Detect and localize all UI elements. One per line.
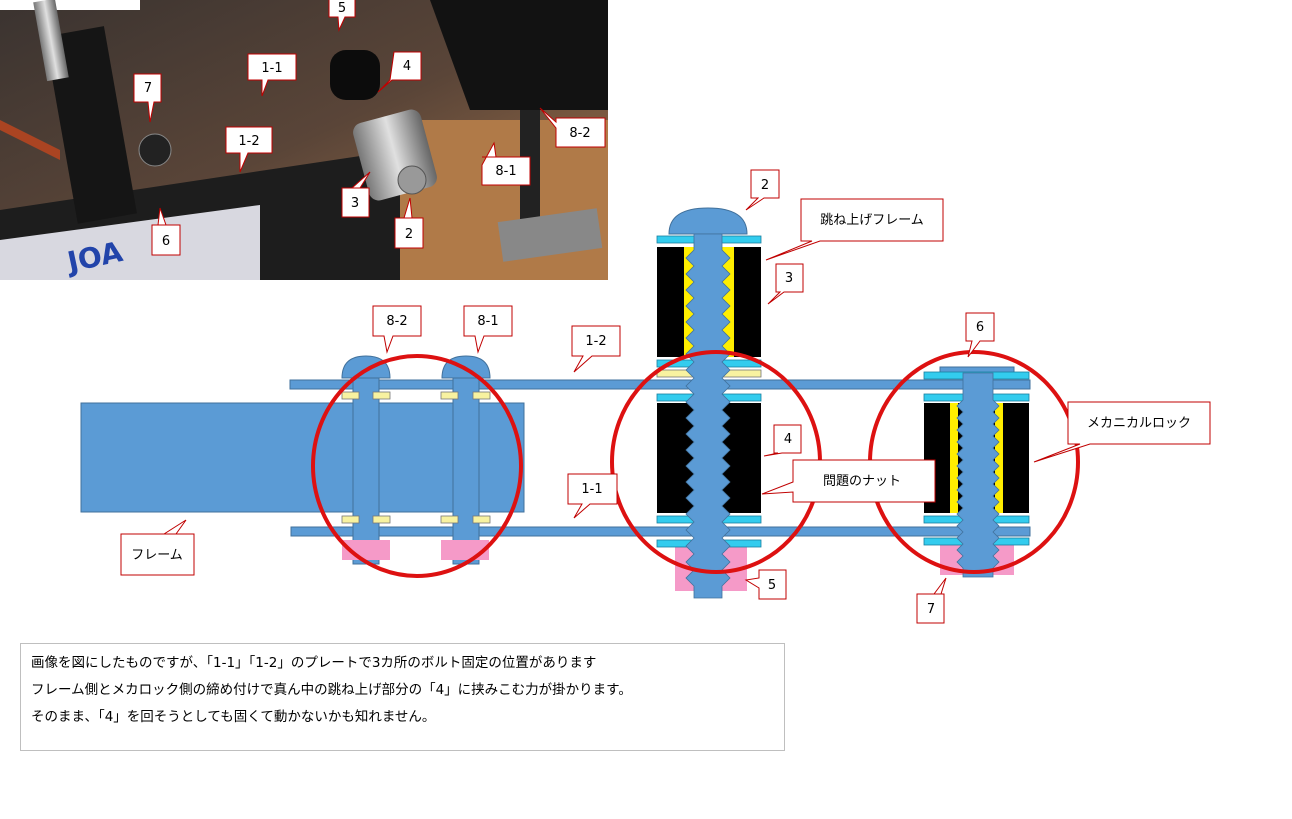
shock-rod bbox=[33, 0, 69, 82]
bolt-2-head bbox=[668, 207, 748, 235]
callout-3: 3 bbox=[767, 263, 804, 305]
label-mech-lock: メカニカルロック bbox=[1087, 416, 1191, 431]
callout-frame: フレーム bbox=[120, 519, 195, 576]
spring bbox=[0, 120, 60, 160]
photo-bracket bbox=[497, 208, 603, 262]
photo-svg: JOA 5 1-1 4 7 1-2 bbox=[0, 0, 608, 280]
callout-mech-lock: メカニカルロック bbox=[1033, 401, 1211, 463]
label-5: 5 bbox=[768, 578, 776, 593]
right-stack bbox=[923, 371, 1030, 578]
explanation-note: 画像を図にしたものですが、「1-1」「1-2」のプレートで3カ所のボルト固定の位… bbox=[20, 643, 785, 751]
frame-block bbox=[80, 402, 525, 513]
photo-label-1-1: 1-1 bbox=[261, 61, 282, 76]
bolt-6-shaft bbox=[956, 372, 1000, 578]
seat-dark bbox=[430, 0, 608, 110]
photo-callout-5: 5 bbox=[328, 0, 356, 32]
photo-label-3: 3 bbox=[351, 196, 359, 211]
callout-8-2: 8-2 bbox=[372, 305, 422, 354]
note-line-2: フレーム側とメカロック側の締め付けで真ん中の跳ね上げ部分の「4」に挟みこむ力が掛… bbox=[31, 682, 632, 698]
photo-callout-4: 4 bbox=[377, 51, 422, 93]
circle-frame-bolts bbox=[311, 354, 523, 578]
label-1-1: 1-1 bbox=[581, 482, 602, 497]
photo-callout-3: 3 bbox=[341, 171, 371, 218]
photo-label-4: 4 bbox=[403, 59, 411, 74]
label-2: 2 bbox=[761, 178, 769, 193]
frame-rail bbox=[0, 205, 260, 280]
photo-callout-8-2: 8-2 bbox=[539, 107, 606, 148]
photo-callout-6: 6 bbox=[151, 207, 181, 256]
label-7: 7 bbox=[927, 602, 935, 617]
note-line-1: 画像を図にしたものですが、「1-1」「1-2」のプレートで3カ所のボルト固定の位… bbox=[31, 655, 597, 671]
label-8-1: 8-1 bbox=[477, 314, 498, 329]
label-frame: フレーム bbox=[131, 548, 183, 563]
photo-label-8-1: 8-1 bbox=[495, 164, 516, 179]
photo-label-1-2: 1-2 bbox=[238, 134, 259, 149]
label-1-2: 1-2 bbox=[585, 334, 606, 349]
bike-photo: JOA 5 1-1 4 7 1-2 bbox=[0, 0, 608, 280]
callout-4: 4 bbox=[763, 424, 802, 457]
bolt-8-2-shaft bbox=[352, 377, 380, 565]
small-washers bbox=[341, 391, 491, 524]
label-frame-top: 跳ね上げフレーム bbox=[820, 213, 924, 228]
plate-1-2 bbox=[289, 379, 1031, 390]
callout-7: 7 bbox=[916, 577, 947, 624]
photo-callout-1-2: 1-2 bbox=[225, 126, 273, 173]
callout-5: 5 bbox=[744, 569, 787, 600]
callout-1-1: 1-1 bbox=[567, 473, 618, 519]
callout-8-1: 8-1 bbox=[463, 305, 513, 354]
photo-upper-bushing bbox=[330, 50, 380, 100]
photo-label-8-2: 8-2 bbox=[569, 126, 590, 141]
center-stack bbox=[656, 233, 762, 599]
callout-2: 2 bbox=[745, 169, 780, 211]
bolt-2-shaft bbox=[685, 233, 731, 599]
photo-callout-1-1: 1-1 bbox=[247, 53, 297, 97]
photo-label-2: 2 bbox=[405, 227, 413, 242]
blue-parts bbox=[80, 207, 1031, 565]
bolt-8-2-head bbox=[341, 355, 391, 379]
photo-bolt bbox=[397, 165, 427, 195]
plate-1-1 bbox=[290, 526, 1031, 537]
diagram-callouts: 2 跳ね上げフレーム 3 8-2 8-1 1-2 6 メカニカルロック bbox=[120, 169, 1211, 624]
label-3: 3 bbox=[785, 271, 793, 286]
callout-1-2: 1-2 bbox=[571, 325, 621, 373]
photo-callout-7: 7 bbox=[133, 73, 162, 123]
note-line-3: そのまま、「4」を回そうとしても固くて動かないかも知れません。 bbox=[31, 709, 436, 725]
photo-label-6: 6 bbox=[162, 234, 170, 249]
callout-problem-nut: 問題のナット bbox=[761, 459, 936, 503]
label-6: 6 bbox=[976, 320, 984, 335]
label-4: 4 bbox=[784, 432, 792, 447]
photo-callout-8-1: 8-1 bbox=[481, 141, 531, 186]
photo-label-5: 5 bbox=[338, 1, 346, 16]
label-problem-nut: 問題のナット bbox=[823, 474, 901, 489]
callout-6: 6 bbox=[965, 312, 995, 358]
bolt-8-1-shaft bbox=[452, 377, 480, 565]
photo-mech-lock bbox=[138, 133, 172, 167]
photo-label-7: 7 bbox=[144, 81, 152, 96]
photo-callout-2: 2 bbox=[394, 197, 424, 249]
callout-frame-top: 跳ね上げフレーム bbox=[765, 198, 944, 261]
label-8-2: 8-2 bbox=[386, 314, 407, 329]
